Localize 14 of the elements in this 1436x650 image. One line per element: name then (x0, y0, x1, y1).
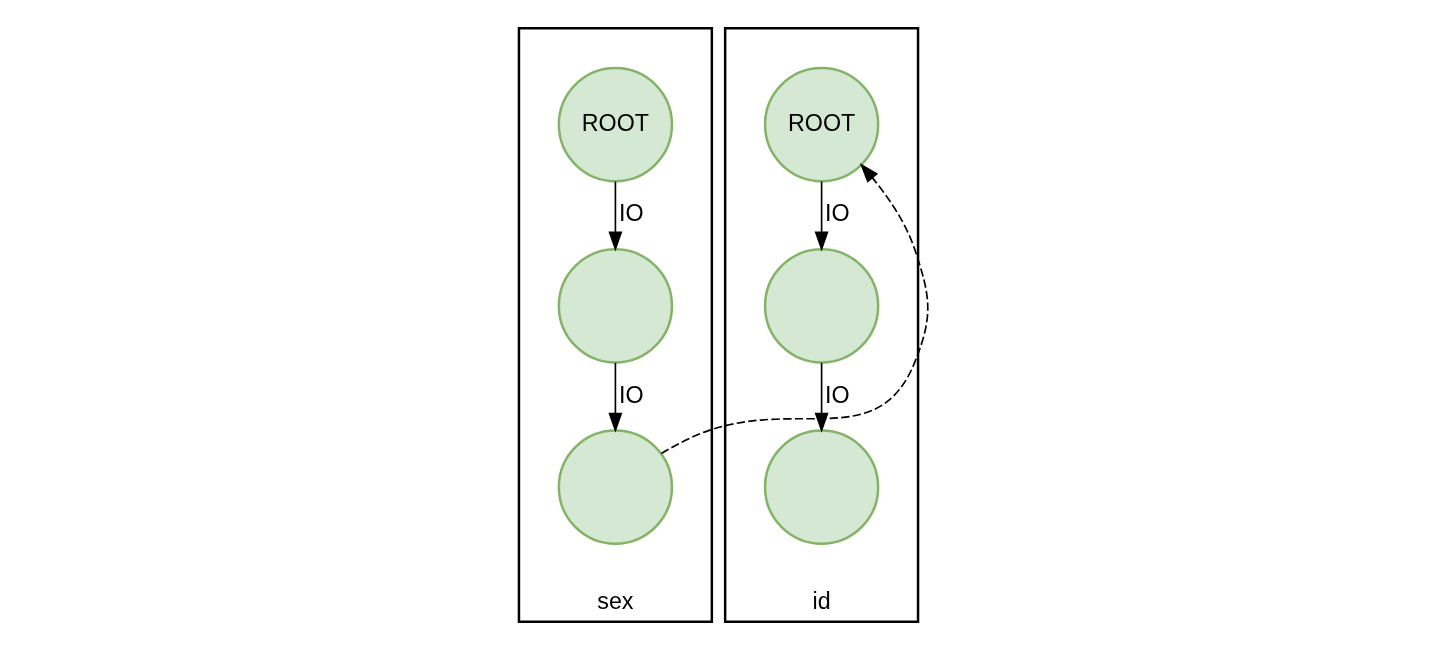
arrow (660, 163, 929, 455)
arrow (607, 362, 622, 433)
edge-label: IO (618, 200, 643, 227)
node-circle (557, 429, 673, 545)
node-circle: ROOT (557, 66, 673, 183)
arrow (814, 362, 829, 433)
node-circle (763, 248, 879, 364)
arrow (814, 180, 829, 252)
arrow (607, 180, 622, 252)
edge-label: IO (824, 381, 850, 408)
node-circle (763, 429, 879, 545)
node-circle (557, 248, 673, 364)
edge-label: IO (618, 381, 643, 408)
edge-label: IO (824, 200, 850, 227)
